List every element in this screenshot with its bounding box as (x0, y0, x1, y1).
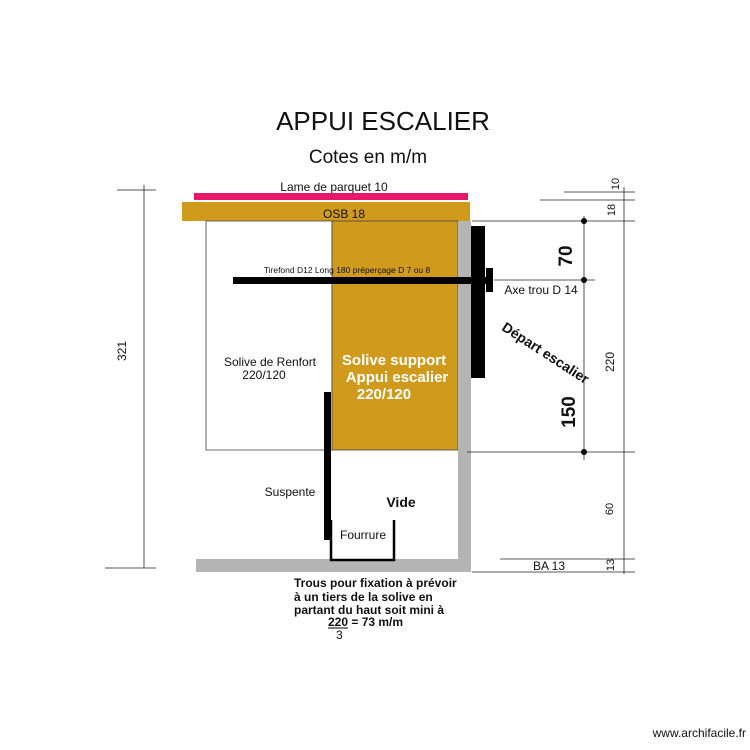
dim-150: 150 (559, 396, 580, 428)
dim-dot-1 (581, 218, 587, 224)
osb-layer (182, 202, 470, 221)
suspension-label: Suspente (265, 485, 316, 499)
note-line-3: partant du haut soit mini à (294, 603, 444, 617)
support-label-3: 220/120 (357, 386, 411, 403)
furring-channel (329, 520, 396, 562)
reinforcement-size: 220/120 (242, 368, 286, 382)
dim-70: 70 (556, 245, 577, 266)
hole-axis-label: Axe trou D 14 (504, 283, 578, 297)
support-label-2: Appui escalier (346, 369, 449, 386)
support-joist (331, 220, 459, 451)
void-label: Vide (386, 494, 416, 510)
reinforcement-label: Solive de Renfort (224, 355, 317, 369)
note-line-1: Trous pour fixation à prévoir (294, 576, 457, 590)
wall-horizontal (196, 559, 471, 572)
reinforcement-joist (205, 220, 333, 451)
dim-10: 10 (610, 178, 622, 190)
furring-label: Fourrure (340, 528, 386, 542)
dim-60: 60 (604, 503, 616, 515)
wall-vertical (458, 221, 471, 572)
stair-start-label: Départ escalier (499, 319, 592, 387)
lag-screw (233, 277, 488, 284)
support-label-1: Solive support (342, 352, 446, 369)
note-line-4: 220 = 73 m/m (328, 615, 403, 629)
osb-label: OSB 18 (323, 207, 365, 221)
dim-13: 13 (605, 559, 617, 571)
stair-stringer (471, 226, 485, 378)
dim-220: 220 (603, 352, 617, 372)
diagram-title: APPUI ESCALIER (276, 106, 490, 136)
dim-dot-3 (581, 449, 587, 455)
lag-screw-label: Tirefond D12 Long 180 préperçage D 7 ou … (264, 265, 431, 275)
note-line-5: 3 (336, 628, 343, 642)
dim-dot-2 (581, 277, 587, 283)
watermark: www.archifacile.fr (652, 726, 746, 740)
parquet-label: Lame de parquet 10 (280, 180, 388, 194)
suspension-hanger (324, 392, 331, 540)
note-line-2: à un tiers de la solive en (294, 590, 433, 604)
lag-screw-head (486, 268, 493, 292)
parquet-layer (194, 193, 468, 200)
dim-total: 321 (115, 341, 129, 361)
diagram-subtitle: Cotes en m/m (309, 147, 427, 168)
dim-18: 18 (606, 204, 618, 216)
plaster-board-label: BA 13 (533, 559, 565, 573)
